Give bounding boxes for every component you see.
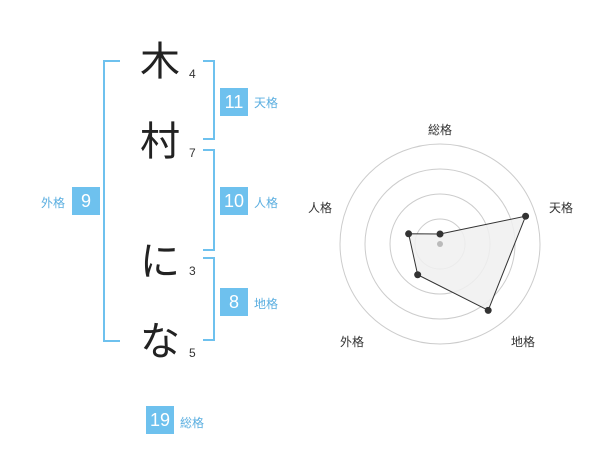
tenkaku-badge: 11 — [220, 88, 248, 116]
radar-point-1 — [436, 230, 444, 238]
radar-grid-ring — [339, 143, 541, 345]
name-char-1: 木 — [140, 39, 180, 85]
radar-point-3 — [484, 306, 492, 314]
tenkaku-bracket — [203, 60, 215, 140]
radar-center-point — [437, 241, 443, 247]
radar-point-2 — [522, 212, 530, 220]
jinkaku-label: 人格 — [254, 196, 279, 210]
radar-label-jinkaku: 人格 — [308, 201, 333, 215]
radar-label-chikaku: 地格 — [511, 335, 536, 349]
gaikaku-bracket — [103, 60, 120, 342]
radar-label-soukaku: 総格 — [428, 123, 453, 137]
radar-point-4 — [414, 271, 422, 279]
chikaku-label: 地格 — [254, 297, 279, 311]
chikaku-badge: 8 — [220, 288, 248, 316]
stroke-count-2: 7 — [189, 146, 196, 160]
stroke-count-1: 4 — [189, 67, 196, 81]
jinkaku-bracket — [203, 149, 215, 251]
soukaku-label: 総格 — [180, 416, 205, 430]
name-char-3: に — [140, 239, 180, 285]
chikaku-bracket — [203, 257, 215, 341]
stroke-count-3: 3 — [189, 264, 196, 278]
radar-label-gaikaku: 外格 — [340, 335, 365, 349]
tenkaku-label: 天格 — [254, 96, 279, 110]
radar-label-tenkaku: 天格 — [549, 201, 574, 215]
name-char-2: 村 — [140, 119, 180, 165]
radar-area — [407, 215, 527, 312]
stroke-count-4: 5 — [189, 346, 196, 360]
radar-point-5 — [405, 230, 413, 238]
soukaku-badge: 19 — [146, 406, 174, 434]
gaikaku-badge: 9 — [72, 187, 100, 215]
jinkaku-badge: 10 — [220, 187, 248, 215]
gaikaku-label: 外格 — [41, 196, 66, 210]
name-char-4: な — [140, 319, 180, 365]
